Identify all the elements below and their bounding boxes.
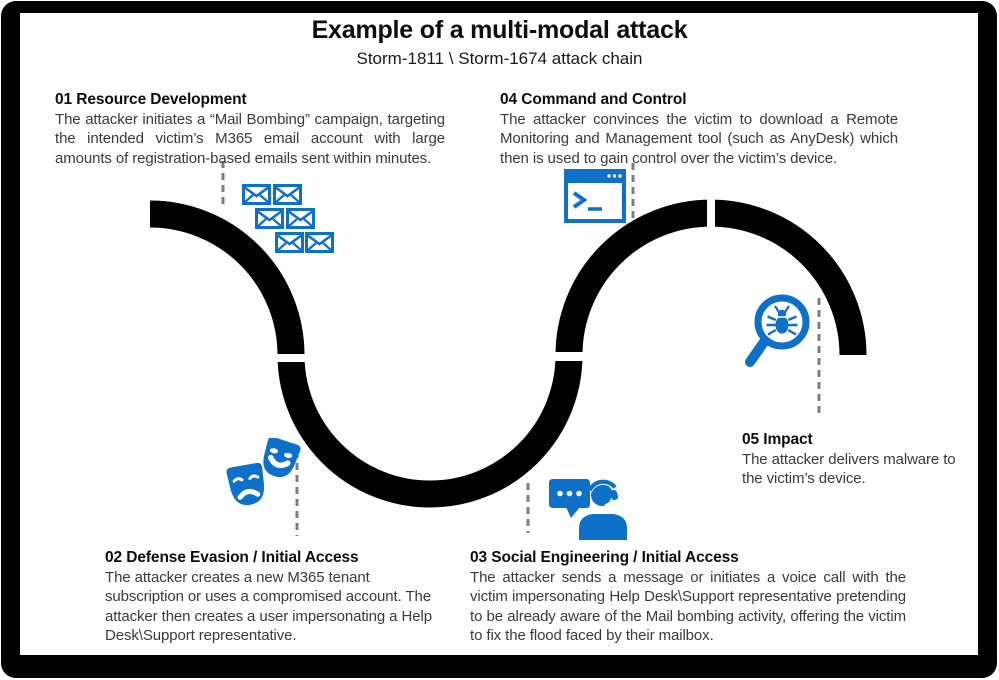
step-heading: 05 Impact bbox=[742, 431, 813, 448]
road-gap-1 bbox=[271, 354, 311, 362]
terminal-window-icon bbox=[564, 169, 626, 223]
step-05-impact: 05 Impact The attacker delivers malware … bbox=[742, 430, 962, 489]
page-subtitle: Storm-1811 \ Storm-1674 attack chain bbox=[356, 49, 643, 68]
step-03-social-engineering: 03 Social Engineering / Initial Access T… bbox=[470, 548, 906, 646]
road-gap-3 bbox=[707, 197, 715, 230]
step-heading: 04 Command and Control bbox=[500, 91, 687, 108]
support-chat-headset-icon bbox=[549, 479, 627, 540]
mail-envelopes-icon bbox=[242, 184, 334, 253]
road-gap-2 bbox=[549, 352, 589, 361]
step-heading: 03 Social Engineering / Initial Access bbox=[470, 549, 739, 566]
step-02-defense-evasion: 02 Defense Evasion / Initial Access The … bbox=[105, 548, 449, 646]
tragedy-mask bbox=[226, 462, 265, 506]
step-heading: 01 Resource Development bbox=[55, 91, 247, 108]
step-01-resource-development: 01 Resource Development The attacker ini… bbox=[55, 90, 445, 168]
step-body: The attacker convinces the victim to dow… bbox=[500, 110, 898, 167]
bug-magnifier-icon bbox=[745, 294, 810, 367]
bug-glyph bbox=[766, 305, 798, 336]
step-body: The attacker creates a new M365 tenant s… bbox=[105, 568, 432, 645]
step-body: The attacker delivers malware to the vic… bbox=[742, 450, 956, 488]
road-path bbox=[149, 199, 867, 508]
step-heading: 02 Defense Evasion / Initial Access bbox=[105, 549, 359, 566]
step-body: The attacker sends a message or initiate… bbox=[470, 568, 906, 645]
theater-masks-icon bbox=[226, 438, 301, 506]
step-body: The attacker initiates a “Mail Bombing” … bbox=[55, 110, 445, 167]
step-04-command-and-control: 04 Command and Control The attacker conv… bbox=[500, 90, 898, 168]
page-title: Example of a multi-modal attack bbox=[311, 16, 688, 44]
comedy-mask bbox=[263, 438, 301, 478]
